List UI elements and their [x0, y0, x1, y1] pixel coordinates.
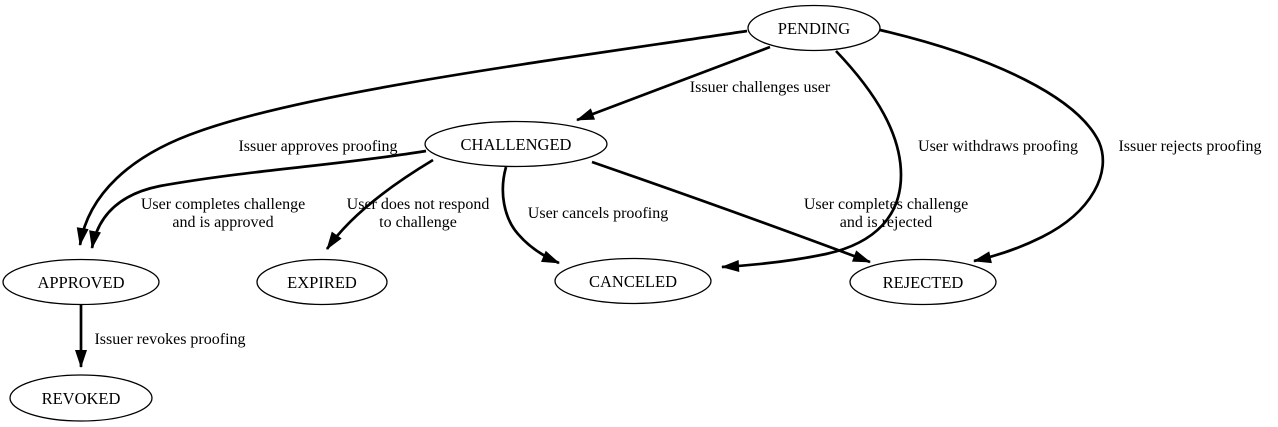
- node-pending-label: PENDING: [778, 19, 850, 38]
- node-approved-ellipse: [2, 258, 160, 306]
- node-approved-label: APPROVED: [37, 273, 124, 292]
- edge-label-user-completes-rejected-line1: User completes challenge: [804, 196, 968, 213]
- node-expired-ellipse: [256, 258, 388, 306]
- edge-labels: Issuer challenges user Issuer approves p…: [94, 79, 1261, 348]
- edge-label-issuer-approves-proofing: Issuer approves proofing: [238, 138, 397, 155]
- edge-label-issuer-revokes-proofing: Issuer revokes proofing: [94, 331, 245, 348]
- edge-label-issuer-challenges-user: Issuer challenges user: [690, 79, 831, 96]
- node-revoked-label: REVOKED: [42, 389, 121, 408]
- edge-label-user-does-not-respond-line1: User does not respond: [347, 196, 490, 213]
- node-rejected-label: REJECTED: [883, 273, 964, 292]
- edge-pending-rejected: [879, 28, 1105, 264]
- edge-challenged-rejected: [591, 160, 871, 264]
- node-challenged-ellipse: [424, 120, 608, 168]
- edge-challenged-canceled: [501, 166, 560, 265]
- edge-label-user-does-not-respond-line2: to challenge: [379, 214, 457, 231]
- node-pending-ellipse: [747, 4, 881, 52]
- node-canceled: CANCELED: [554, 257, 712, 305]
- nodes: PENDING CHALLENGED APPROVED EXPIRED CANC…: [2, 4, 997, 422]
- node-challenged: CHALLENGED: [424, 120, 608, 168]
- node-challenged-label: CHALLENGED: [461, 135, 572, 154]
- edge-label-issuer-rejects-proofing: Issuer rejects proofing: [1118, 138, 1261, 155]
- node-revoked: REVOKED: [9, 374, 153, 422]
- node-rejected: REJECTED: [849, 258, 997, 306]
- edge-pending-approved: [76, 29, 748, 246]
- edges: [75, 28, 1105, 368]
- edge-pending-challenged: [576, 45, 771, 122]
- edge-label-user-completes-approved-line1: User completes challenge: [141, 196, 305, 213]
- node-pending: PENDING: [747, 4, 881, 52]
- node-revoked-ellipse: [9, 374, 153, 422]
- node-rejected-ellipse: [849, 258, 997, 306]
- edge-challenged-expired: [325, 158, 434, 250]
- node-canceled-label: CANCELED: [589, 272, 677, 291]
- node-approved: APPROVED: [2, 258, 160, 306]
- node-expired-label: EXPIRED: [287, 273, 357, 292]
- edge-label-user-completes-rejected-line2: and is rejected: [840, 214, 932, 231]
- edge-challenged-approved: [89, 149, 427, 249]
- edge-label-user-withdraws-proofing: User withdraws proofing: [918, 138, 1078, 155]
- node-canceled-ellipse: [554, 257, 712, 305]
- edge-label-user-cancels-proofing: User cancels proofing: [528, 205, 668, 222]
- edge-pending-canceled: [721, 50, 903, 273]
- node-expired: EXPIRED: [256, 258, 388, 306]
- edge-label-user-completes-approved-line2: and is approved: [172, 214, 273, 231]
